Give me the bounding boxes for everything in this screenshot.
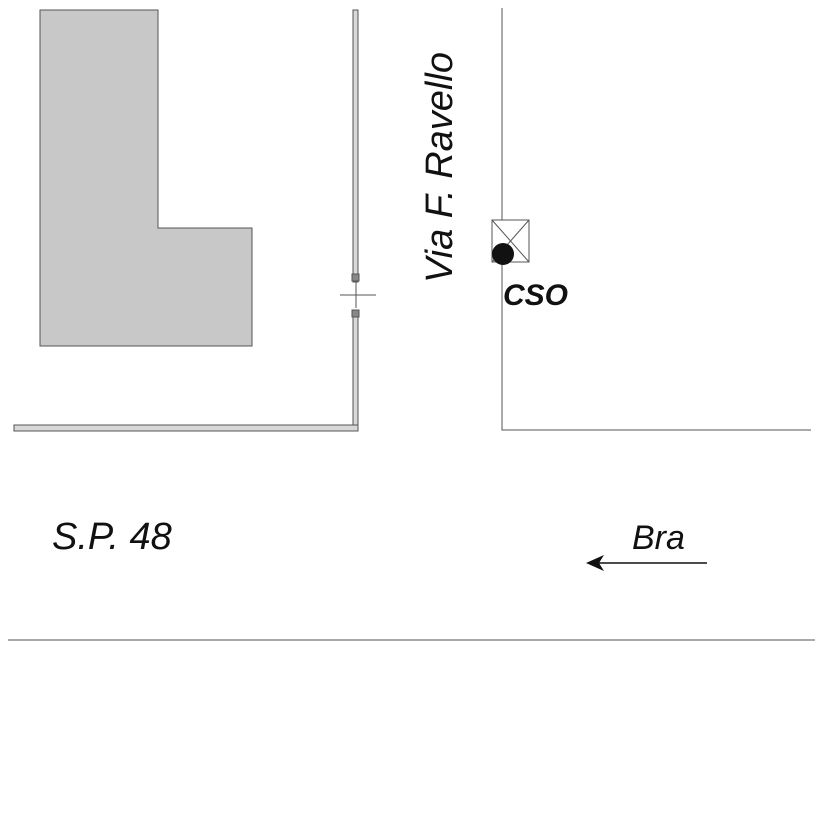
arrow-left-icon xyxy=(586,555,707,571)
gate-post-lower xyxy=(351,309,360,318)
gate-post-upper xyxy=(351,273,360,282)
boundary-wall-upper xyxy=(352,9,359,283)
gate-marker xyxy=(340,282,376,308)
filled-circle-icon xyxy=(492,243,514,265)
boundary-wall-lower xyxy=(352,316,359,432)
building-l-shape xyxy=(39,9,253,347)
road-label: S.P. 48 xyxy=(52,516,172,558)
direction-label: Bra xyxy=(632,519,685,557)
marker-label: CSO xyxy=(503,279,568,312)
boundary-wall-bottom xyxy=(13,424,359,432)
parcel-boundary-right xyxy=(501,8,811,431)
street-label: Via F. Ravello xyxy=(419,52,461,283)
